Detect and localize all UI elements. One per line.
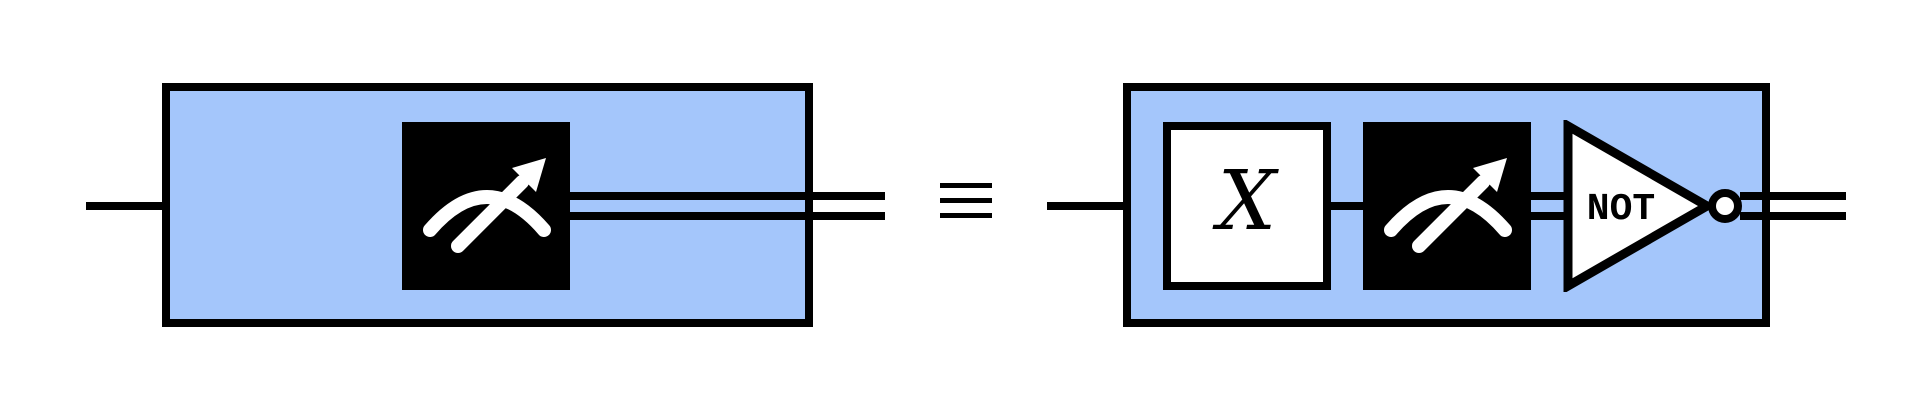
not-gate-label: NOT bbox=[1587, 188, 1655, 231]
equivalence-bar bbox=[940, 213, 992, 218]
measurement-gate bbox=[1363, 122, 1531, 290]
right-classical-wire-top bbox=[1740, 192, 1846, 200]
x-gate-label: X bbox=[1217, 154, 1277, 249]
left-classical-wire-bottom bbox=[570, 212, 885, 220]
measurement-meter-icon bbox=[1384, 158, 1512, 253]
x-gate: X bbox=[1163, 122, 1331, 290]
right-classical-wire-bottom bbox=[1740, 212, 1846, 220]
inverter-bubble-icon bbox=[1708, 189, 1742, 223]
not-gate: NOT bbox=[1563, 120, 1713, 292]
right-quantum-wire bbox=[1047, 202, 1167, 210]
measurement-to-not-wire-bottom bbox=[1527, 212, 1569, 220]
measurement-to-not-wire-top bbox=[1527, 192, 1569, 200]
equivalence-bar bbox=[940, 198, 992, 203]
measurement-gate bbox=[402, 122, 570, 290]
x-to-measurement-wire bbox=[1326, 202, 1367, 210]
measurement-meter-icon bbox=[423, 158, 551, 253]
equivalence-bar bbox=[940, 183, 992, 188]
left-classical-wire-top bbox=[570, 192, 885, 200]
